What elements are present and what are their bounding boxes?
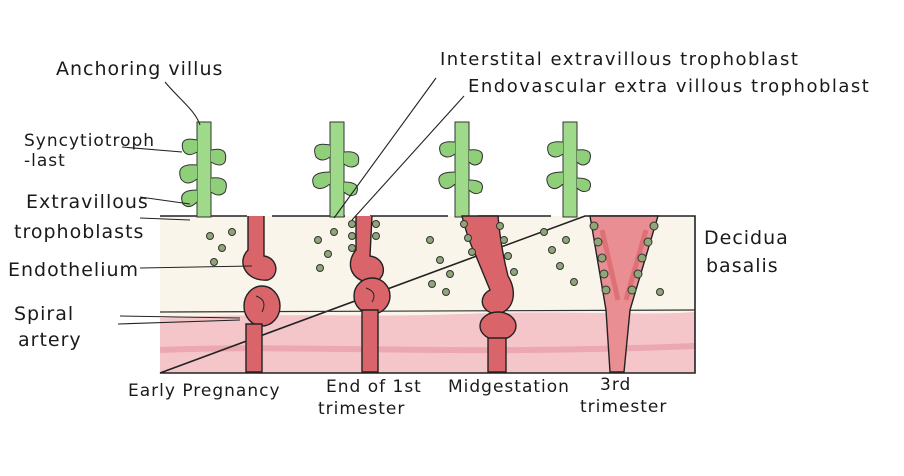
extravillous-cells-4	[540, 228, 664, 296]
label-endovascular-trophoblast: Endovascular extra villous trophoblast	[468, 76, 870, 97]
extravillous-cells-2	[314, 228, 338, 272]
spiral-artery-1	[242, 216, 281, 373]
anchoring-villus-1	[179, 121, 227, 218]
label-spiral-artery-2: artery	[18, 329, 82, 351]
caption-stage-2-line2: trimester	[318, 399, 405, 419]
caption-stage-1: Early Pregnancy	[128, 381, 281, 401]
spiral-artery-2	[348, 215, 391, 373]
stage-captions: Early Pregnancy End of 1st trimester Mid…	[128, 375, 667, 419]
stage-midgestation	[426, 121, 518, 373]
label-decidua-2: basalis	[706, 255, 779, 277]
label-interstitial-trophoblast: Interstital extravillous trophoblast	[440, 49, 799, 70]
extravillous-cells-1	[206, 228, 236, 266]
caption-stage-3: Midgestation	[448, 377, 570, 397]
label-syncytiotrophoblast-1: Syncytiotroph	[24, 131, 155, 151]
label-anchoring-villus: Anchoring villus	[56, 58, 223, 80]
extravillous-cells-3	[426, 236, 454, 296]
spiral-artery-4	[589, 215, 659, 373]
caption-stage-4-line1: 3rd	[600, 375, 631, 395]
anchoring-villus-4	[546, 121, 591, 218]
label-syncytiotrophoblast-2: -last	[24, 151, 66, 171]
label-extravillous-1: Extravillous	[26, 191, 149, 213]
caption-stage-2-line1: End of 1st	[326, 377, 422, 397]
anchoring-villus-3	[438, 121, 483, 218]
labels: Anchoring villus Interstital extravillou…	[8, 49, 870, 351]
label-spiral-artery-1: Spiral	[14, 303, 74, 325]
endovascular-lining-4	[589, 221, 659, 295]
stage-early-pregnancy	[179, 121, 281, 373]
caption-stage-4-line2: trimester	[580, 397, 667, 417]
spiral-artery-3	[460, 215, 518, 373]
stage-end-first-trimester	[312, 121, 391, 373]
label-endothelium: Endothelium	[8, 259, 139, 281]
stage-third-trimester	[540, 121, 664, 373]
leader-lines	[117, 77, 465, 325]
anchoring-villus-2	[312, 121, 360, 218]
label-decidua-1: Decidua	[704, 227, 789, 249]
label-extravillous-2: trophoblasts	[14, 221, 144, 243]
